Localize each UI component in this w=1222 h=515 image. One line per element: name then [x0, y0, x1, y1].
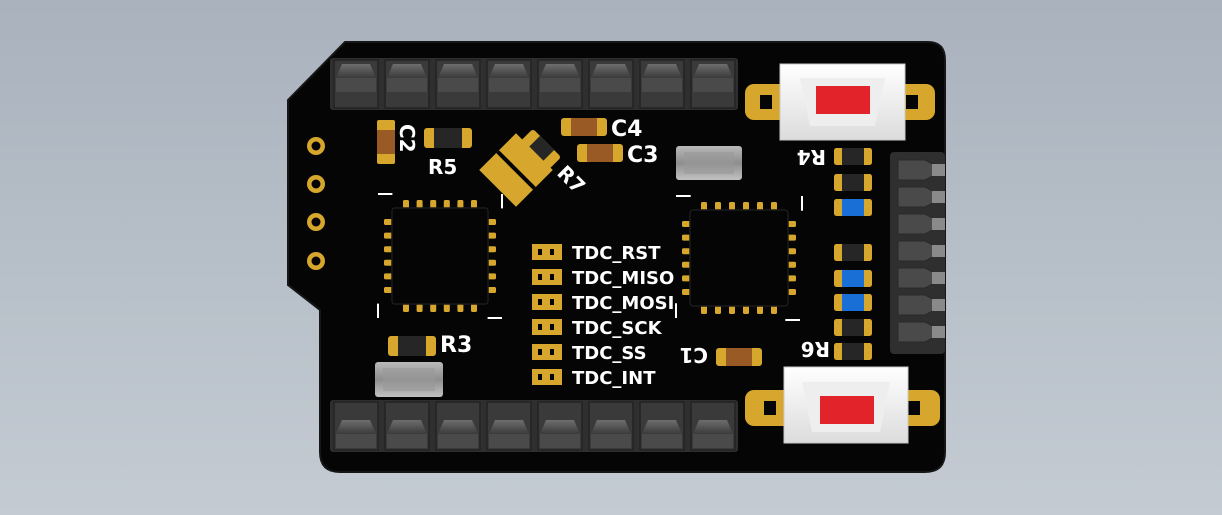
smd-component	[834, 294, 872, 311]
test-point-label: TDC_RST	[572, 243, 661, 264]
smd-component	[834, 148, 872, 165]
label-c2: C2	[395, 124, 419, 153]
pcb-board-edge	[287, 41, 946, 473]
test-point: TDC_RST	[532, 243, 661, 264]
test-point-label: TDC_MISO	[572, 268, 674, 289]
crystal-top	[676, 146, 742, 180]
test-point-label: TDC_MOSI	[572, 293, 674, 314]
right-qfn-chip	[675, 195, 803, 321]
test-point: TDC_MISO	[532, 268, 674, 289]
header-pin	[639, 59, 685, 109]
header-pin	[537, 401, 583, 451]
header-pin	[486, 401, 532, 451]
header-pin	[897, 267, 946, 289]
header-pin	[897, 240, 946, 262]
header-pin	[384, 401, 430, 451]
crystal-bottom	[375, 362, 443, 397]
smd-component	[834, 270, 872, 287]
header-pin	[333, 59, 379, 109]
test-point: TDC_INT	[532, 368, 656, 389]
header-pin	[435, 401, 481, 451]
label-c1: C1	[679, 343, 708, 367]
header-pin	[690, 401, 736, 451]
test-point: TDC_MOSI	[532, 293, 674, 314]
capacitor-c2	[377, 120, 395, 164]
smd-component	[834, 199, 872, 216]
header-pin	[897, 213, 946, 235]
label-r5: R5	[428, 155, 457, 179]
test-point-list: TDC_RST TDC_MISO TDC_MOSI TDC_SCK TDC_SS TDC_…	[532, 243, 674, 389]
right-resistor-column	[834, 148, 872, 360]
label-c4: C4	[611, 117, 642, 142]
header-pin	[333, 401, 379, 451]
label-r6: R6	[801, 337, 830, 361]
header-pin	[690, 59, 736, 109]
capacitor-c3	[577, 144, 623, 162]
header-pin	[897, 321, 946, 343]
bottom-button-cap[interactable]	[820, 396, 874, 424]
side-pin-header	[890, 152, 946, 354]
capacitor-c1	[716, 348, 762, 366]
smd-component	[834, 343, 872, 360]
test-point-label: TDC_SS	[572, 343, 647, 364]
test-point-label: TDC_SCK	[572, 318, 663, 339]
header-pin	[537, 59, 583, 109]
bottom-button[interactable]	[745, 366, 940, 444]
label-r4: R4	[797, 145, 826, 169]
smd-component	[834, 174, 872, 191]
left-edge-holes	[307, 137, 325, 270]
left-qfn-chip	[377, 193, 503, 319]
test-point: TDC_SCK	[532, 318, 663, 339]
header-pin	[588, 59, 634, 109]
header-pin	[588, 401, 634, 451]
top-button[interactable]	[745, 63, 935, 141]
header-pin	[435, 59, 481, 109]
pcb-board	[288, 42, 945, 472]
header-pin	[486, 59, 532, 109]
test-point: TDC_SS	[532, 343, 647, 364]
header-pin	[897, 159, 946, 181]
top-pin-header	[330, 58, 738, 110]
capacitor-c4	[561, 118, 607, 136]
label-c3: C3	[627, 143, 658, 168]
header-pin	[897, 294, 946, 316]
large-diamond-pad	[479, 133, 553, 207]
header-pin	[384, 59, 430, 109]
resistor-r3	[388, 336, 436, 356]
header-pin	[897, 186, 946, 208]
top-button-cap[interactable]	[816, 86, 870, 114]
label-r3: R3	[440, 333, 472, 358]
smd-component	[834, 244, 872, 261]
bottom-pin-header	[330, 400, 738, 452]
test-point-label: TDC_INT	[572, 368, 656, 389]
header-pin	[639, 401, 685, 451]
resistor-r5	[424, 128, 472, 148]
smd-component	[834, 319, 872, 336]
